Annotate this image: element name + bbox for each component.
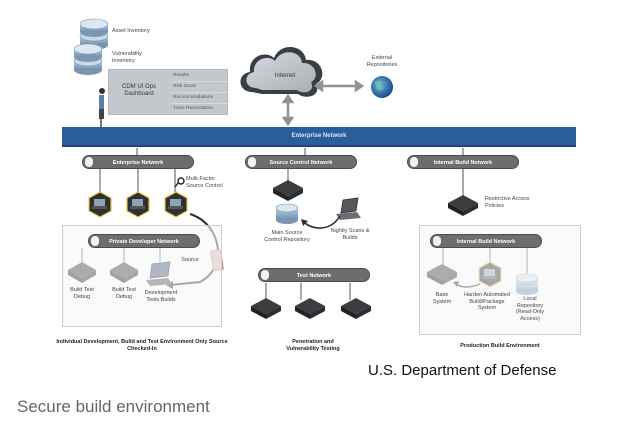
external-globe-icon xyxy=(371,76,393,98)
nightly-flow-arrow xyxy=(303,215,341,229)
internal-build-network-pill: Internal Build Network xyxy=(407,155,519,169)
pill-label: Enterprise Network xyxy=(112,160,164,166)
pill-label: Private Developer Network xyxy=(109,239,179,245)
production-environment-caption: Production Build Environment xyxy=(460,343,540,349)
node-label: Development Tools Builds xyxy=(144,290,178,303)
inner-build-network-pill: Internal Build Network xyxy=(430,234,542,248)
image-credit: U.S. Department of Defense xyxy=(368,362,557,379)
asset-inventory-label: Asset Inventory xyxy=(112,28,150,34)
dashboard-item: Recommendations xyxy=(170,93,228,104)
pill-label: Internal Build Network xyxy=(456,239,516,245)
developer-environment-caption: Individual Development, Build and Test E… xyxy=(56,339,228,352)
private-developer-network-pill: Private Developer Network xyxy=(88,234,200,248)
dashboard-item: Results xyxy=(170,71,228,82)
source-control-server-icon xyxy=(273,180,303,201)
main-repository-label: Main Source Control Repository xyxy=(264,230,310,243)
node-label: Local Repository (Read-Only Access) xyxy=(515,296,545,322)
operator-person-icon xyxy=(99,88,105,128)
node-label: Build Test Debug xyxy=(70,287,94,300)
multi-factor-key-icon xyxy=(174,177,185,188)
restrictive-access-label: Restrictive Access Policies xyxy=(485,196,530,209)
enterprise-network-pill: Enterprise Network xyxy=(82,155,194,169)
external-repositories-label: External Repositories xyxy=(366,55,398,68)
source-control-network-pill: Source Control Network xyxy=(245,155,357,169)
internet-label: Internet xyxy=(274,73,296,79)
node-label: Build Test Debug xyxy=(112,287,136,300)
vulnerability-inventory-label: Vulnerability Inventory xyxy=(112,51,142,64)
dashboard-item: Track Remediation xyxy=(173,106,214,111)
developer-laptop-icon xyxy=(126,191,150,218)
developer-laptop-icon xyxy=(88,191,112,218)
enterprise-network-bar: Enterprise Network xyxy=(62,127,576,147)
main-repository-database-icon xyxy=(275,203,299,224)
test-network-pill: Test Network xyxy=(258,268,370,282)
restrictive-access-server-icon xyxy=(448,195,478,216)
test-server-icon xyxy=(341,298,371,319)
test-server-icon xyxy=(251,298,281,319)
dashboard-title: CDM UI Ops Dashboard xyxy=(121,84,156,97)
developer-laptop-icon xyxy=(164,191,188,218)
figure-caption: Secure build environment xyxy=(17,397,210,416)
source-label: Source xyxy=(181,257,199,263)
node-label: Base System xyxy=(432,292,452,305)
vulnerability-inventory-database-icon xyxy=(73,43,103,75)
mfa-label: Multi-Factor Source Control xyxy=(186,176,223,189)
dashboard-item: Risk Score xyxy=(170,82,228,93)
testing-caption: Penetration and Vulnerability Testing xyxy=(286,339,340,352)
test-server-icon xyxy=(295,298,325,319)
internet-to-enterprise-arrow xyxy=(281,93,295,127)
pill-label: Test Network xyxy=(296,273,332,279)
internet-to-external-arrow xyxy=(313,79,365,93)
nightly-laptop-icon xyxy=(336,197,361,220)
dashboard-items: Results Risk Score Recommendations Track… xyxy=(170,71,228,114)
pill-label: Source Control Network xyxy=(269,160,333,166)
pill-label: Internal Build Network xyxy=(433,160,493,166)
internet-cloud-icon xyxy=(240,46,323,97)
node-label: Harden Automated Build/Package System xyxy=(464,292,510,311)
nightly-scans-label: Nightly Scans & Builds xyxy=(330,228,370,241)
